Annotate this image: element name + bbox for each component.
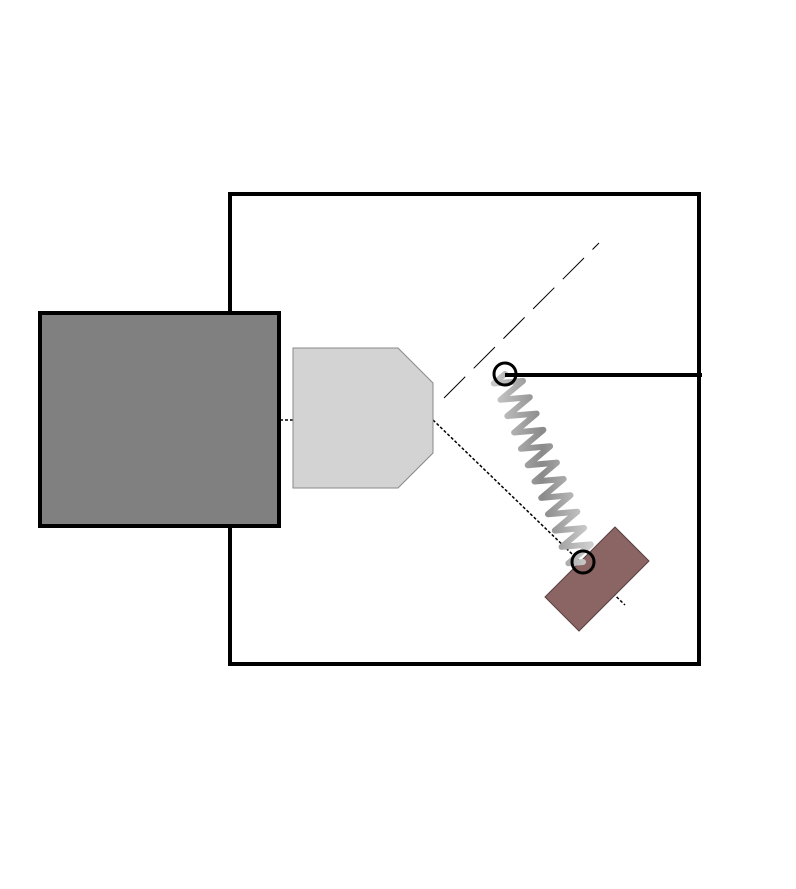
mass-block[interactable] bbox=[544, 526, 650, 632]
gray-block[interactable] bbox=[38, 311, 281, 528]
bottom-pivot-joint[interactable] bbox=[570, 549, 596, 575]
nozzle-shape[interactable] bbox=[292, 347, 434, 489]
top-pivot-joint[interactable] bbox=[492, 361, 518, 387]
upper-dashed-guide bbox=[443, 242, 600, 399]
spring-coil[interactable] bbox=[490, 371, 594, 567]
